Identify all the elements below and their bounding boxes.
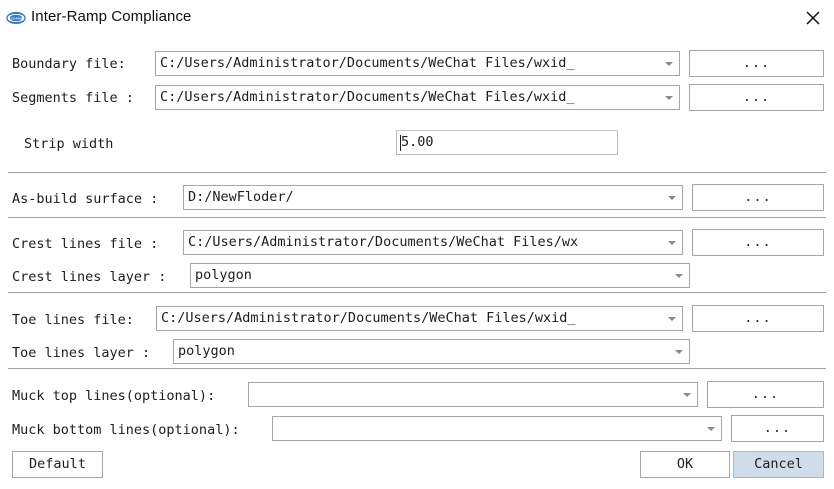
- chevron-down-icon: [683, 392, 691, 397]
- separator-4: [8, 368, 826, 369]
- toe-lines-layer-combo[interactable]: polygon: [173, 339, 690, 364]
- muck-top-lines-browse-button[interactable]: ...: [707, 381, 824, 408]
- chevron-down-icon: [665, 95, 673, 100]
- as-build-surface-browse-label: ...: [744, 189, 772, 205]
- chevron-down-icon: [668, 316, 676, 321]
- window-title: Inter-Ramp Compliance: [31, 8, 192, 25]
- crest-lines-file-browse-label: ...: [744, 234, 772, 250]
- text-caret: [400, 135, 401, 151]
- toe-lines-layer-label: Toe lines layer :: [12, 345, 151, 361]
- as-build-surface-browse-button[interactable]: ...: [692, 184, 824, 211]
- strip-width-value: 5.00: [401, 134, 434, 150]
- strip-width-label: Strip width: [24, 136, 114, 152]
- chevron-down-icon: [668, 195, 676, 200]
- chevron-down-icon: [668, 240, 676, 245]
- boundary-file-label: Boundary file:: [12, 56, 126, 72]
- crest-lines-layer-combo[interactable]: polygon: [190, 263, 690, 288]
- boundary-file-browse-label: ...: [742, 55, 771, 71]
- segments-file-combo[interactable]: C:/Users/Administrator/Documents/WeChat …: [155, 85, 680, 110]
- cancel-button-label: Cancel: [754, 456, 803, 472]
- muck-top-lines-combo[interactable]: [248, 382, 698, 407]
- crest-lines-file-combo[interactable]: C:/Users/Administrator/Documents/WeChat …: [183, 230, 683, 255]
- muck-bottom-lines-value: [277, 417, 701, 440]
- strip-width-input[interactable]: 5.00: [396, 130, 618, 155]
- toe-lines-file-browse-button[interactable]: ...: [692, 305, 824, 332]
- default-button-label: Default: [29, 456, 86, 472]
- ok-button-label: OK: [676, 456, 694, 472]
- default-button[interactable]: Default: [12, 451, 103, 478]
- boundary-file-combo[interactable]: C:/Users/Administrator/Documents/WeChat …: [155, 51, 680, 76]
- crest-lines-file-value: C:/Users/Administrator/Documents/WeChat …: [188, 234, 579, 250]
- close-icon[interactable]: [798, 4, 828, 32]
- cancel-button[interactable]: Cancel: [733, 451, 824, 478]
- crest-lines-layer-value: polygon: [195, 267, 252, 283]
- crest-lines-layer-label: Crest lines layer :: [12, 269, 167, 285]
- chevron-down-icon: [665, 61, 673, 66]
- ok-button[interactable]: OK: [640, 451, 730, 478]
- toe-lines-file-combo[interactable]: C:/Users/Administrator/Documents/WeChat …: [156, 306, 683, 331]
- segments-file-value: C:/Users/Administrator/Documents/WeChat …: [160, 89, 575, 105]
- title-bar: LIDARMIL Inter-Ramp Compliance: [0, 0, 834, 36]
- segments-file-label: Segments file :: [12, 90, 134, 106]
- muck-bottom-lines-browse-label: ...: [763, 420, 792, 436]
- svg-text:LIDARMIL: LIDARMIL: [9, 16, 24, 20]
- boundary-file-value: C:/Users/Administrator/Documents/WeChat …: [160, 55, 575, 71]
- crest-lines-file-browse-button[interactable]: ...: [692, 229, 824, 256]
- muck-top-lines-browse-label: ...: [751, 386, 780, 402]
- toe-lines-file-value: C:/Users/Administrator/Documents/WeChat …: [161, 310, 576, 326]
- separator-1: [8, 172, 826, 173]
- chevron-down-icon: [707, 426, 715, 431]
- toe-lines-file-label: Toe lines file:: [12, 312, 134, 328]
- separator-3: [8, 292, 826, 293]
- as-build-surface-label: As-build surface :: [12, 191, 159, 207]
- chevron-down-icon: [675, 273, 683, 278]
- muck-bottom-lines-combo[interactable]: [272, 416, 722, 441]
- muck-top-lines-value: [253, 383, 677, 406]
- chevron-down-icon: [675, 349, 683, 354]
- app-logo-icon: LIDARMIL: [6, 8, 26, 28]
- as-build-surface-combo[interactable]: D:/NewFloder/: [183, 185, 683, 210]
- muck-bottom-lines-browse-button[interactable]: ...: [731, 415, 824, 442]
- segments-file-browse-label: ...: [742, 89, 771, 105]
- as-build-surface-value: D:/NewFloder/: [188, 189, 294, 205]
- toe-lines-file-browse-label: ...: [744, 310, 772, 326]
- separator-2: [8, 217, 826, 218]
- boundary-file-browse-button[interactable]: ...: [689, 50, 824, 77]
- toe-lines-layer-value: polygon: [178, 343, 235, 359]
- muck-top-lines-label: Muck top lines(optional):: [12, 388, 216, 404]
- crest-lines-file-label: Crest lines file :: [12, 236, 159, 252]
- segments-file-browse-button[interactable]: ...: [689, 84, 824, 111]
- muck-bottom-lines-label: Muck bottom lines(optional):: [12, 422, 240, 438]
